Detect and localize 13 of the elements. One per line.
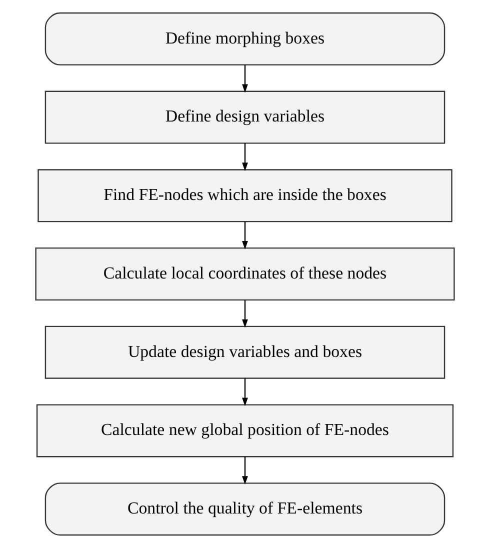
node-box: Calculate new global position of FE-nodes (36, 404, 454, 458)
node-box: Calculate local coordinates of these nodes (35, 247, 455, 301)
node-box: Update design variables and boxes (44, 326, 446, 379)
arrow (242, 64, 248, 93)
node-box: Control the quality of FE-elements (44, 482, 446, 536)
node-box: Find FE-nodes which are inside the boxes (38, 169, 452, 222)
node-box: Define design variables (44, 90, 446, 144)
arrow (242, 456, 248, 485)
arrow (242, 222, 248, 250)
arrow (242, 300, 248, 328)
node-box: Define morphing boxes (44, 12, 446, 66)
arrow (242, 378, 248, 406)
arrow (242, 143, 248, 172)
